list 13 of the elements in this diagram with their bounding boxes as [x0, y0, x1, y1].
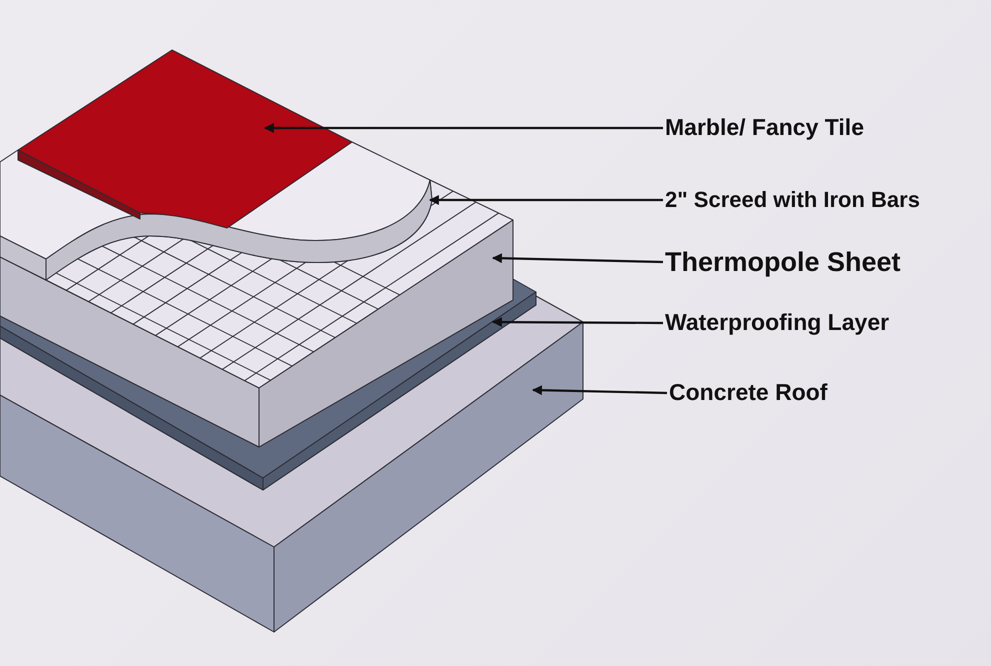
screed-layer-cutaway	[0, 142, 432, 280]
layer-label: Concrete Roof	[669, 379, 828, 407]
layer-label: Thermopole Sheet	[665, 246, 901, 278]
leader-arrow	[492, 317, 663, 327]
leader-arrow	[429, 195, 663, 205]
leader-arrow	[264, 123, 663, 133]
waterproofing-layer-sheet	[0, 278, 536, 490]
leader-arrow	[532, 385, 668, 396]
layer-label: 2" Screed with Iron Bars	[665, 186, 920, 214]
layer-label: Marble/ Fancy Tile	[665, 114, 864, 142]
leader-arrow	[492, 253, 664, 264]
concrete-roof-slab	[0, 296, 584, 632]
layer-label: Waterproofing Layer	[665, 309, 890, 337]
